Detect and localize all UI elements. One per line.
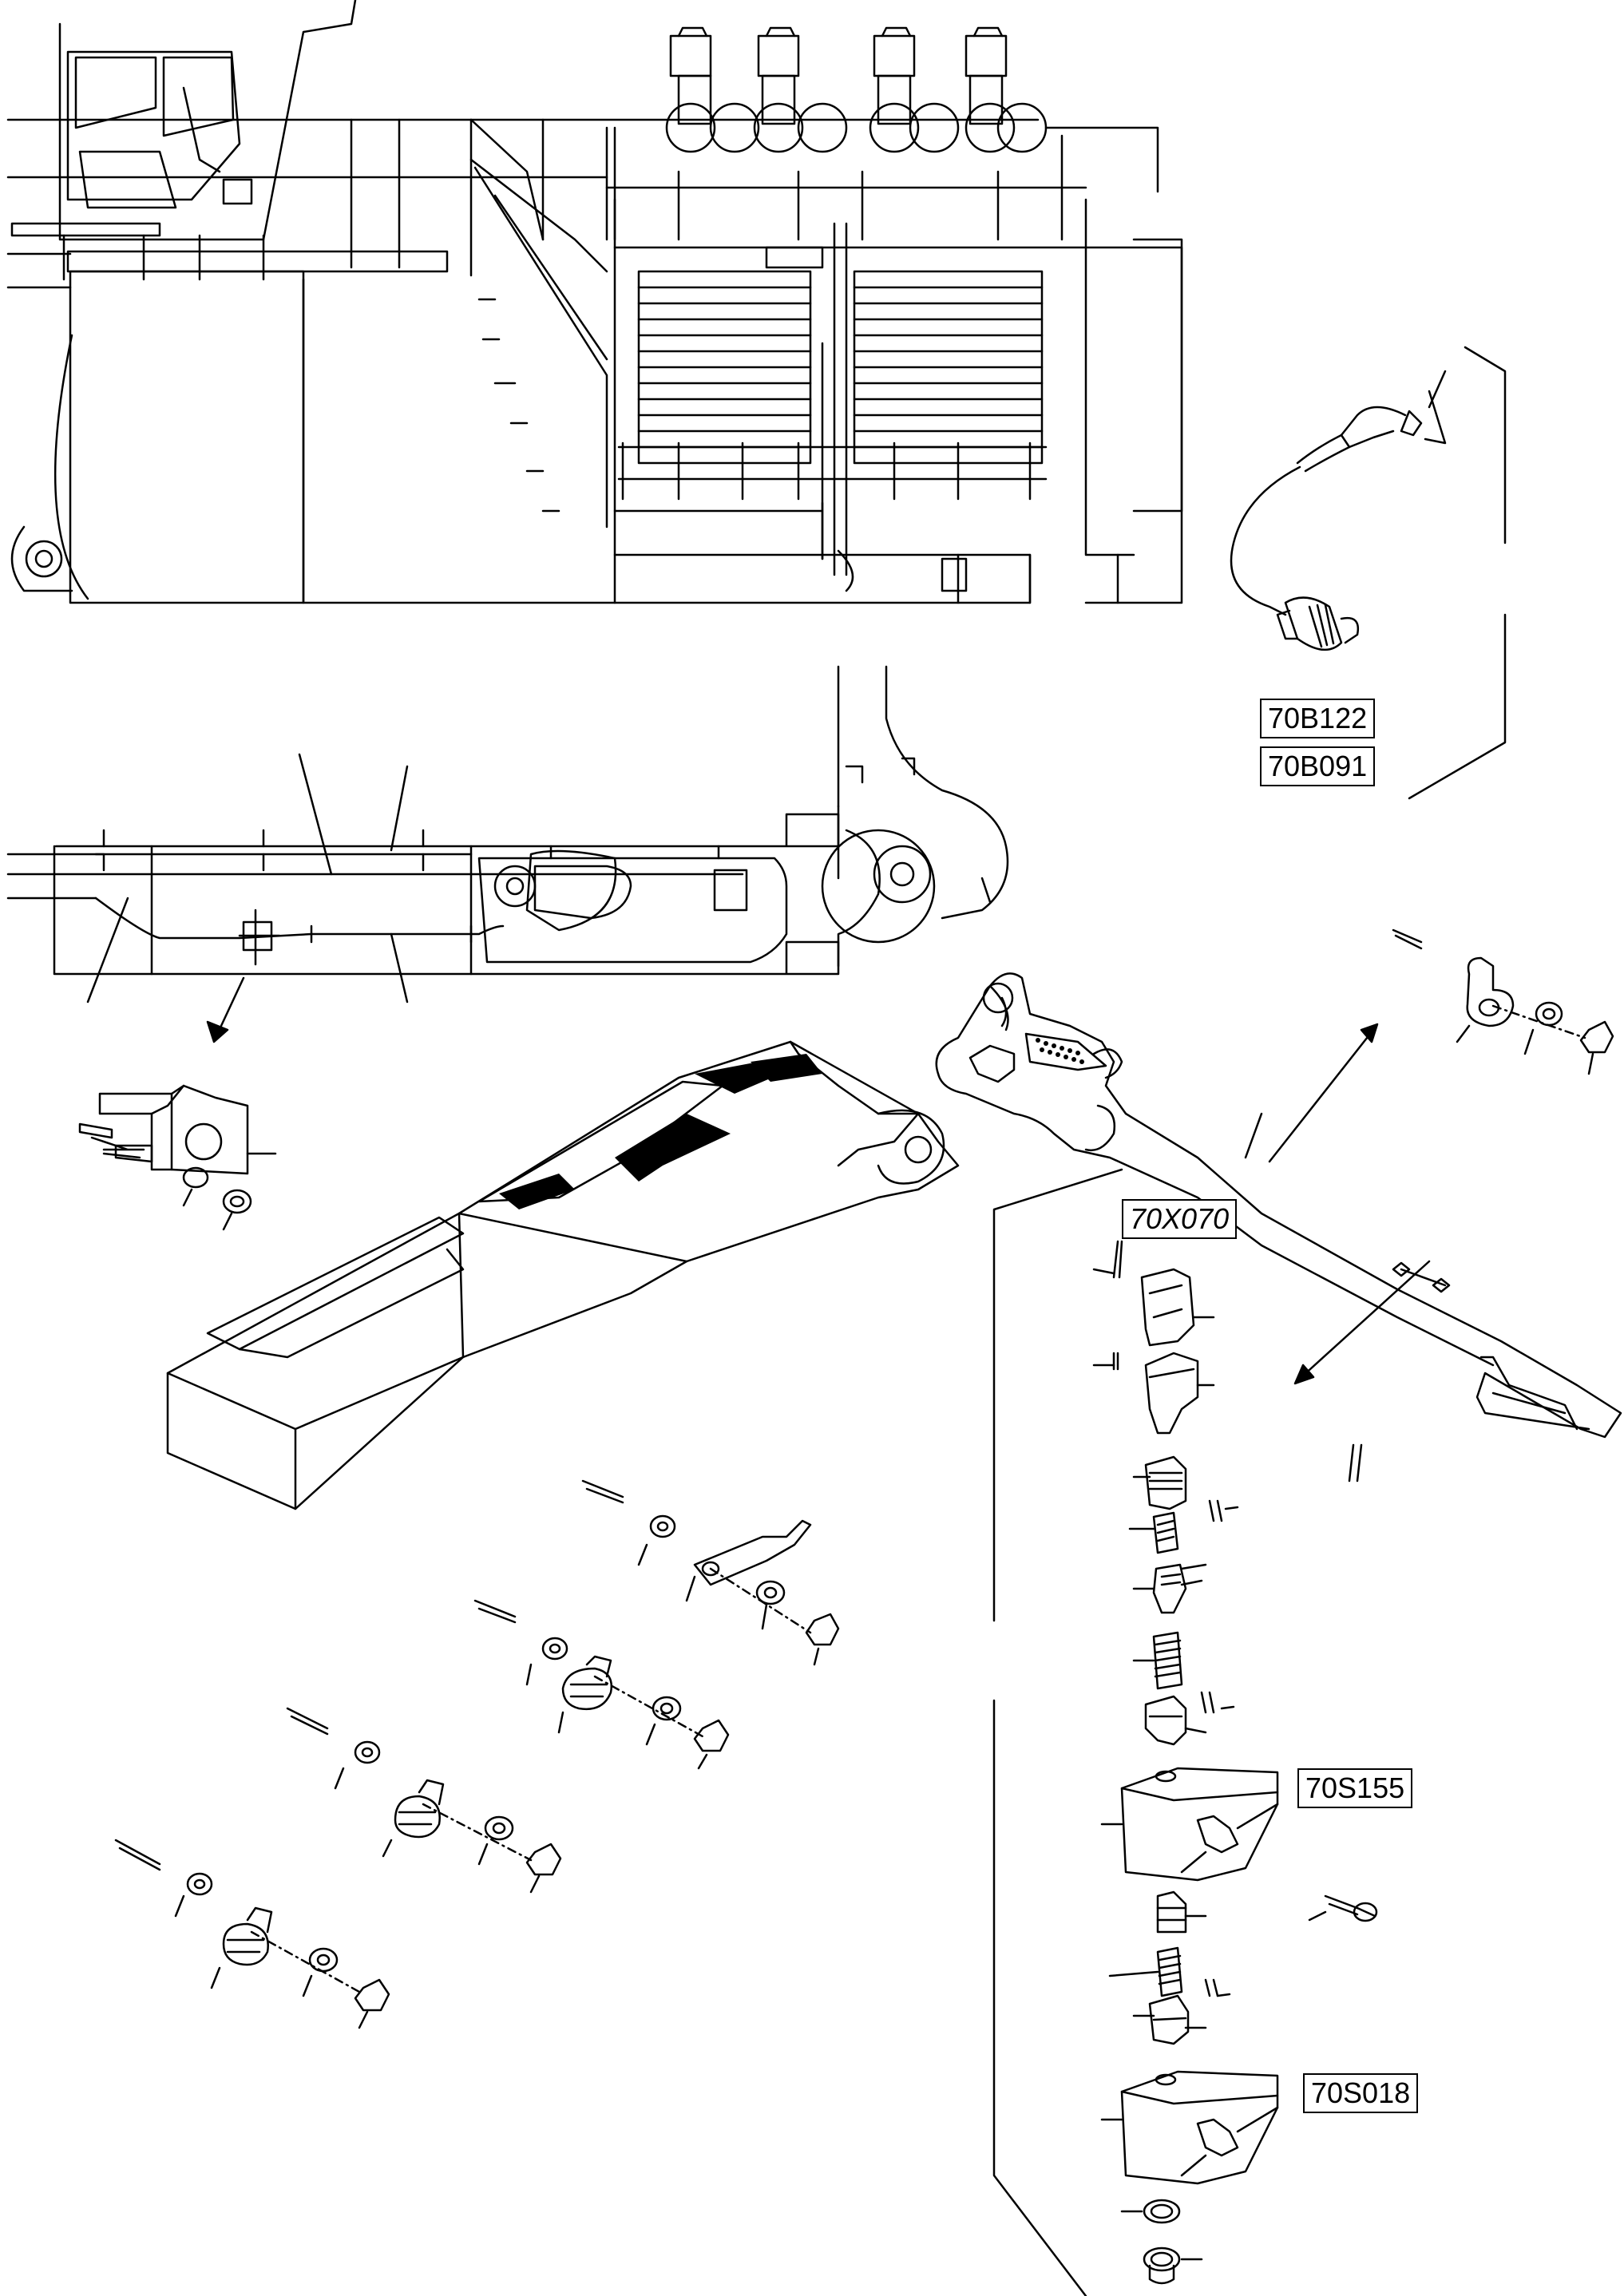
machine-superstructure bbox=[6, 0, 1183, 604]
clamp-sets bbox=[114, 1479, 840, 2029]
sensor-label-70B091: 70B091 bbox=[1260, 746, 1376, 786]
connector-label-70X070: 70X070 bbox=[1122, 1199, 1238, 1239]
switch-stack bbox=[992, 1168, 1378, 2296]
boom-isometric bbox=[166, 1040, 960, 1510]
boom-side-view bbox=[6, 665, 1009, 1043]
sensor-detail bbox=[1230, 346, 1507, 800]
sensor-label-70B122: 70B122 bbox=[1260, 699, 1376, 738]
cable-clamp-detail bbox=[1392, 928, 1614, 1075]
arm-assembly bbox=[935, 972, 1622, 1439]
switch-label-70S018: 70S018 bbox=[1303, 2073, 1419, 2113]
bracket-detail bbox=[78, 1084, 277, 1231]
switch-label-70S155: 70S155 bbox=[1297, 1768, 1413, 1808]
